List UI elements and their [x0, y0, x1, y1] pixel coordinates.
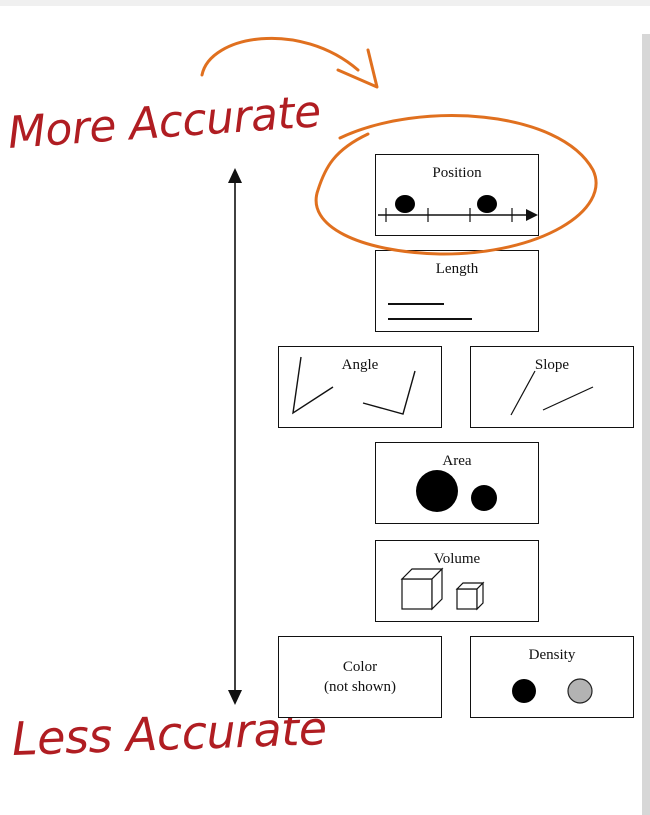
area-label: Area [442, 453, 472, 469]
length-box: Length [375, 250, 539, 332]
area-box: Area [375, 442, 539, 524]
density-box: Density [470, 636, 634, 718]
slope-box: Slope [470, 346, 634, 428]
accuracy-arrow [228, 168, 242, 705]
position-highlight-ellipse [314, 114, 598, 256]
volume-label: Volume [433, 551, 481, 567]
color-not-shown-label: (not shown) [323, 679, 397, 695]
slope-label: Slope [534, 357, 570, 373]
color-box: Color (not shown) [278, 636, 442, 718]
length-label: Length [435, 261, 479, 277]
top-edge-strip [0, 0, 650, 6]
angle-box: Angle [278, 346, 442, 428]
position-label: Position [432, 165, 482, 181]
position-axis-graphic [378, 195, 538, 222]
area-circles-graphic [416, 470, 497, 512]
slope-lines-graphic [510, 370, 594, 416]
density-label: Density [528, 647, 576, 663]
density-circles-graphic [512, 678, 593, 704]
volume-box: Volume [375, 540, 539, 622]
angle-lines-graphic [292, 356, 416, 415]
angle-label: Angle [341, 357, 379, 373]
page-edge-strip [642, 34, 650, 815]
orange-arrowhead [336, 48, 379, 89]
orange-curved-arrow [200, 36, 360, 77]
length-lines-graphic [388, 303, 472, 320]
position-box: Position [375, 154, 539, 236]
color-label: Color [342, 659, 378, 675]
volume-cubes-graphic [400, 567, 485, 611]
